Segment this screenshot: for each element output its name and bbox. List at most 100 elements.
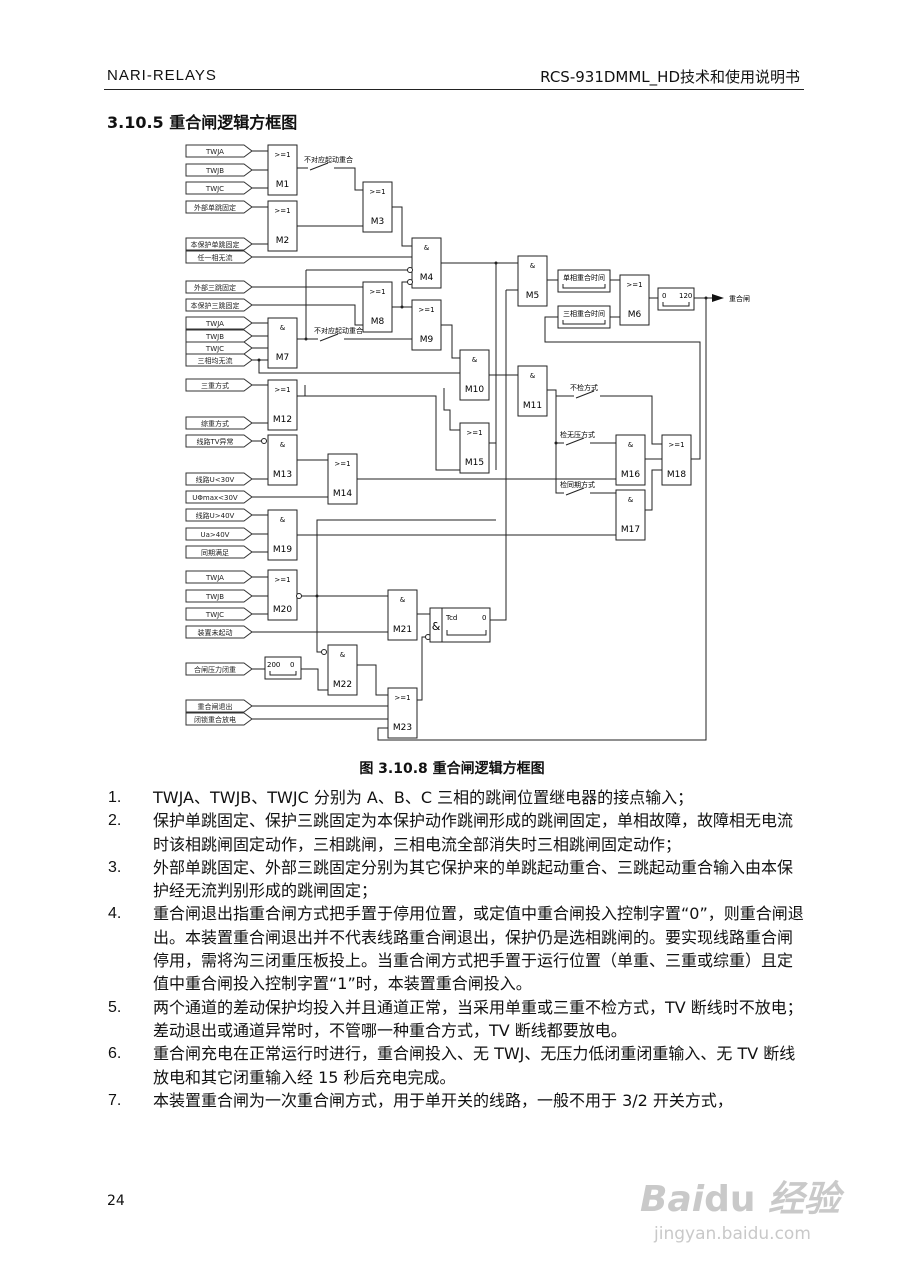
list-item: 1. TWJA、TWJB、TWJC 分别为 A、B、C 三相的跳闸位置继电器的接点… (108, 786, 808, 809)
timer-label: 0 (290, 661, 294, 669)
gate-operator: & (280, 441, 286, 449)
logic-gate (267, 379, 298, 431)
timer-label: 120 (679, 292, 692, 300)
item-number: 1. (108, 789, 122, 806)
switch-label: 不检方式 (570, 383, 598, 392)
gate-operator: >=1 (334, 460, 350, 468)
wire (297, 385, 306, 397)
timer-bracket (269, 671, 297, 676)
timer-bracket (662, 302, 690, 307)
gate-operator: & (628, 496, 634, 504)
header-left: NARI-RELAYS (107, 67, 217, 84)
gate-operator: >=1 (369, 288, 385, 296)
logic-gate (615, 434, 646, 486)
list-item: 3.外部单跳固定、外部三跳固定分别为其它保护来的单跳起动重合、三跳起动重合输入由… (108, 856, 808, 903)
input-label-box (185, 144, 253, 158)
gate-id: M17 (621, 525, 640, 535)
three-phase-timer (557, 305, 611, 329)
timer-bracket (562, 284, 606, 289)
input-label: 三重方式 (201, 381, 229, 390)
input-label-box (185, 527, 253, 541)
junction-dot (315, 594, 319, 598)
watermark-logo: Baidu 经验 (640, 1179, 841, 1220)
input-label-box (185, 353, 253, 367)
inverter-bubble (296, 593, 302, 599)
logic-gate (327, 644, 358, 696)
item-number: 3. (108, 858, 122, 876)
wire (297, 395, 460, 471)
logic-gate (362, 281, 393, 333)
switch-contact (565, 487, 585, 496)
output-label: 重合闸 (729, 294, 750, 303)
item-number: 6. (108, 1045, 122, 1063)
logic-gate (387, 589, 418, 641)
gate-id: M3 (371, 217, 385, 227)
input-label: 三相均无流 (198, 356, 233, 365)
logic-gate (267, 434, 298, 486)
pressure-timer (264, 656, 302, 680)
input-label: TWJA (205, 574, 224, 582)
switch-contact (575, 390, 595, 399)
input-label: TWJC (205, 185, 224, 193)
page-number: 24 (107, 1193, 125, 1209)
list-item: 4.重合闸退出指重合闸方式把手置于停用位置，或定值中重合闸投入控制字置“0”，则… (108, 902, 808, 995)
single-phase-timer (557, 269, 611, 293)
switch-gap (308, 166, 334, 170)
gate-operator: >=1 (274, 151, 290, 159)
input-label: TWJA (205, 320, 224, 328)
logic-gate (267, 144, 298, 196)
notes-list: 1. TWJA、TWJB、TWJC 分别为 A、B、C 三相的跳闸位置继电器的接点… (108, 786, 808, 1112)
inverter-bubble (407, 279, 413, 285)
logic-gate (411, 299, 442, 351)
gate-operator: >=1 (274, 386, 290, 394)
input-label-box (185, 416, 253, 430)
wire (645, 469, 662, 511)
gate-id: M10 (465, 385, 484, 395)
tcd-label: Tcd (445, 614, 457, 622)
wire (490, 372, 507, 621)
timer-bracket (446, 630, 487, 636)
gate-id: M1 (276, 180, 290, 190)
input-label: 同期满足 (201, 548, 229, 557)
gate-operator: & (280, 516, 286, 524)
gate-operator: >=1 (274, 207, 290, 215)
watermark-url: jingyan.baidu.com (654, 1224, 811, 1244)
gate-id: M4 (420, 273, 434, 283)
wire (357, 664, 388, 696)
gate-id: M20 (273, 605, 292, 615)
input-label: 线路U<30V (196, 475, 235, 484)
inverter-bubble (261, 438, 267, 444)
switch-gap (574, 394, 600, 398)
junction-dot (257, 358, 261, 362)
input-label-box (185, 472, 253, 486)
gate-id: M6 (628, 310, 642, 320)
header-right: RCS-931DMML_HD技术和使用说明书 (540, 68, 800, 86)
item-text: 保护单跳固定、保护三跳固定为本保护动作跳闸形成的跳闸固定，单相故障，故障相无电流… (153, 811, 794, 854)
output-timer (657, 287, 695, 311)
gate-id: M2 (276, 236, 290, 246)
item-text: TWJA、TWJB、TWJC 分别为 A、B、C 三相的跳闸位置继电器的接点输入… (153, 788, 694, 807)
input-label-box (185, 662, 253, 676)
input-label: TWJC (205, 611, 224, 619)
logic-gate (517, 255, 548, 307)
input-label-box (185, 490, 253, 504)
gate-id: M7 (276, 353, 290, 363)
input-label-box (185, 163, 253, 177)
logic-gate (327, 453, 358, 505)
input-label: TWJB (205, 167, 224, 175)
list-item: 7.本装置重合闸为一次重合闸方式，用于单开关的线路，一般不用于 3/2 开关方式… (108, 1089, 808, 1112)
junction-dot (554, 441, 558, 445)
wire (417, 636, 426, 701)
input-label-box (185, 181, 253, 195)
section-title: 3.10.5 重合闸逻辑方框图 (107, 113, 298, 132)
input-label-box (185, 607, 253, 621)
input-label-box (185, 237, 253, 251)
input-label: TWJB (205, 333, 224, 341)
charge-timer (441, 607, 491, 643)
switch-label: 不对应起动重合 (314, 326, 363, 335)
input-label-box (185, 570, 253, 584)
wire (441, 324, 460, 359)
input-label-box (185, 329, 253, 343)
item-text: 本装置重合闸为一次重合闸方式，用于单开关的线路，一般不用于 3/2 开关方式， (153, 1090, 733, 1110)
gate-operator: >=1 (668, 441, 684, 449)
